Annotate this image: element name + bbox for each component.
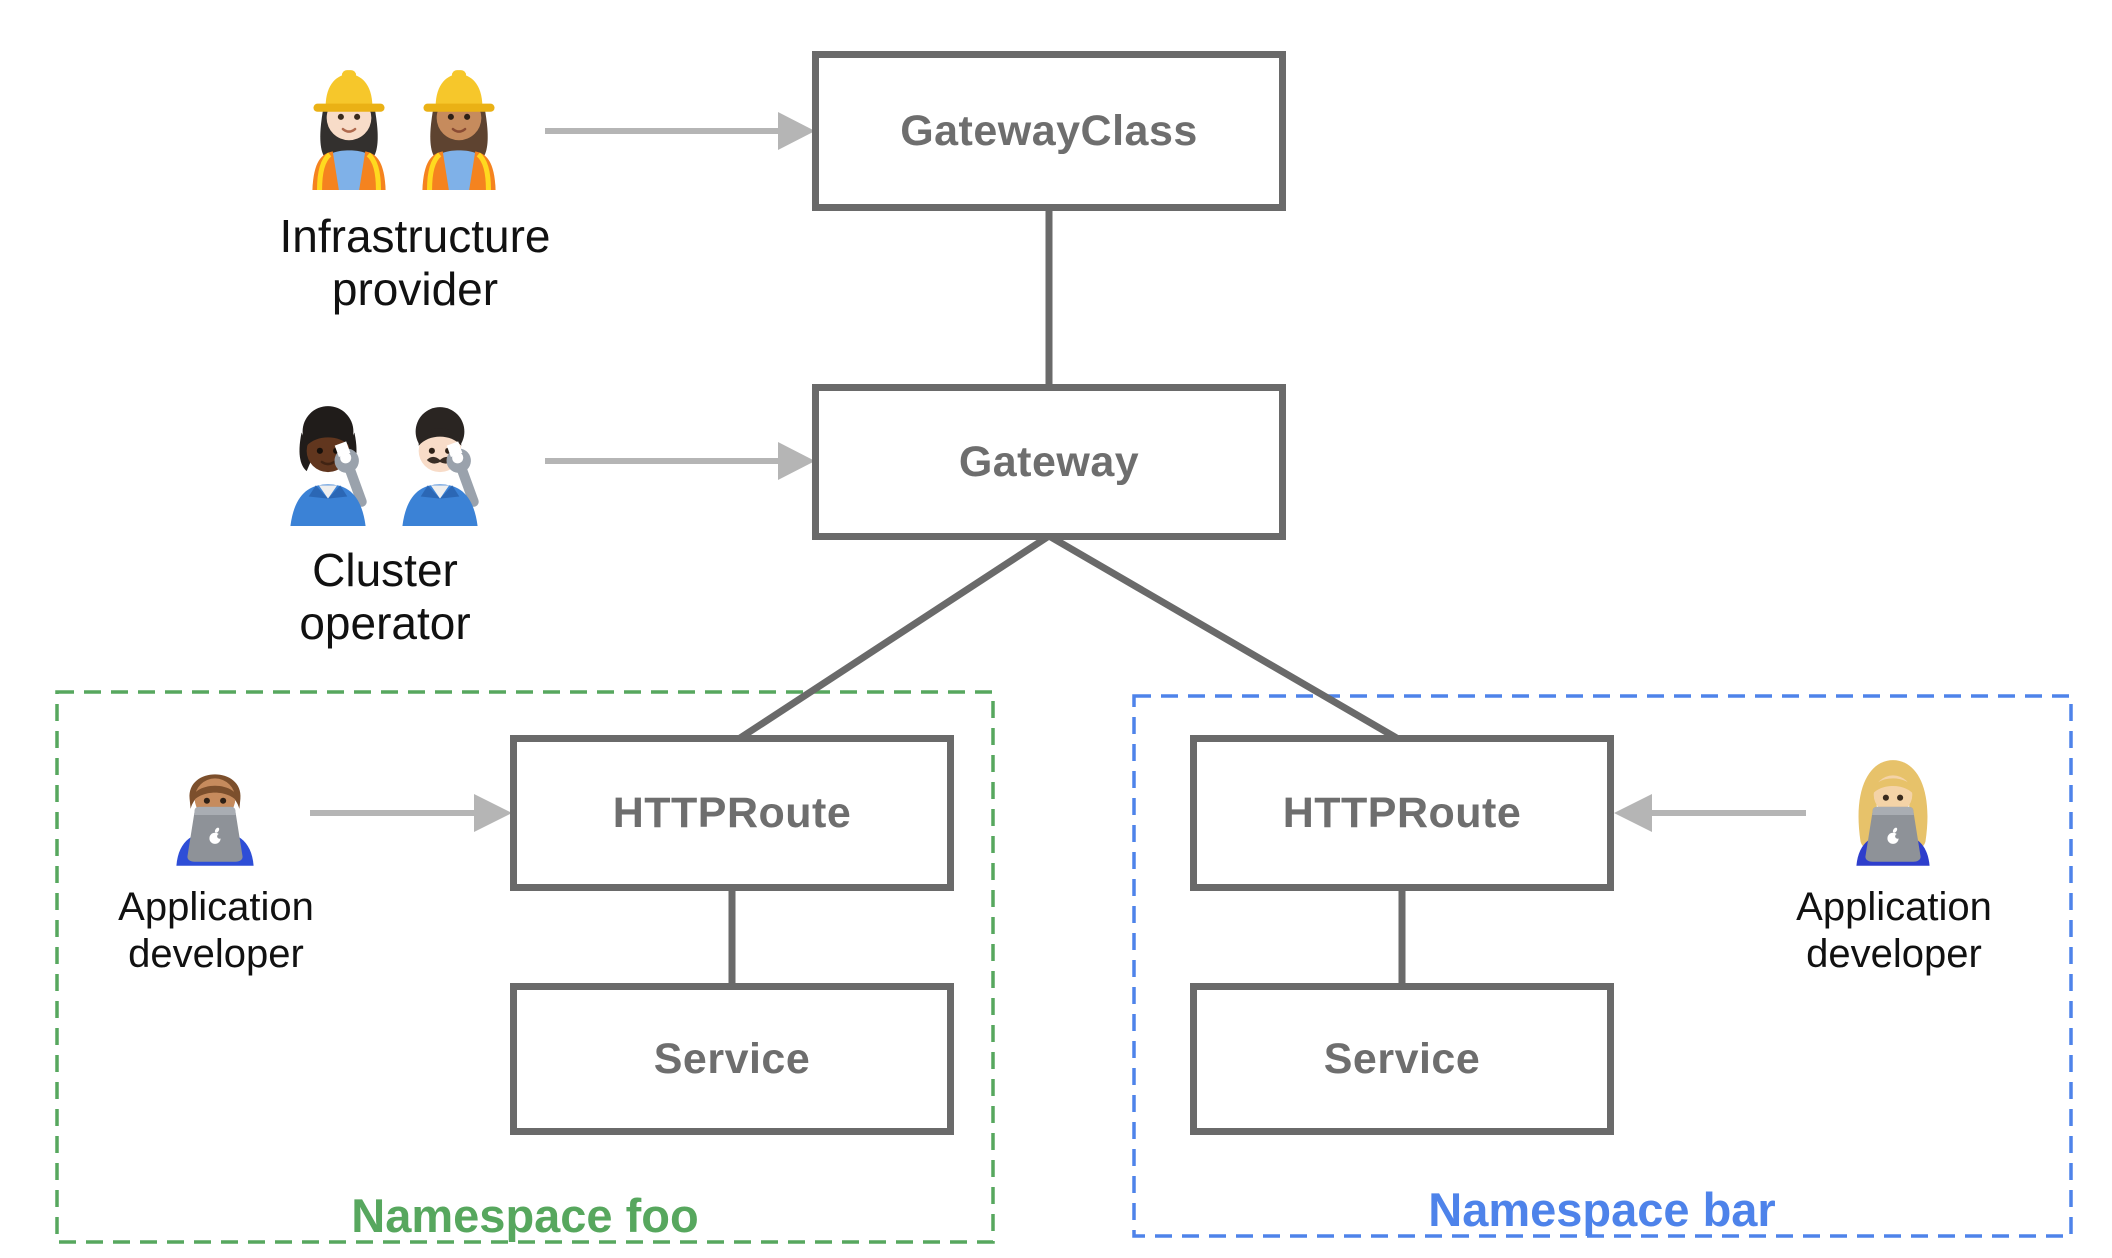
- node-httproute-foo-label: HTTPRoute: [612, 788, 852, 837]
- node-httproute-bar-label: HTTPRoute: [1282, 788, 1522, 837]
- application-developer-foo-label-line1: Application: [118, 885, 314, 929]
- node-service-bar-label: Service: [1323, 1034, 1481, 1083]
- application-developer-foo-label-line2: developer: [128, 932, 304, 976]
- arrow-head: [474, 794, 512, 832]
- node-gateway-label: Gateway: [958, 437, 1140, 486]
- arrow-application-developer-to-httproute-foo: [310, 794, 512, 832]
- node-gatewayclass-label: GatewayClass: [900, 106, 1198, 155]
- cluster-operator-icons: [276, 398, 492, 526]
- node-httproute-foo: HTTPRoute: [510, 735, 954, 891]
- application-developer-foo-icon-group: [160, 752, 270, 880]
- cluster-operator-label-line1: Cluster: [312, 544, 458, 596]
- infrastructure-provider-label-line2: provider: [331, 263, 499, 315]
- infrastructure-provider-label-line1: Infrastructure: [279, 210, 551, 262]
- node-httproute-bar: HTTPRoute: [1190, 735, 1614, 891]
- infrastructure-provider-label: Infrastructure provider: [165, 210, 665, 316]
- application-developer-bar-label-line2: developer: [1806, 932, 1982, 976]
- node-service-foo: Service: [510, 983, 954, 1135]
- cluster-operator-label: Cluster operator: [135, 544, 635, 650]
- arrow-infrastructure-provider-to-gatewayclass: [545, 112, 815, 150]
- namespace-foo-boundary: [55, 690, 995, 1244]
- woman-technologist-icon: [1856, 760, 1930, 866]
- arrow-application-developer-to-httproute-bar: [1614, 794, 1806, 832]
- namespace-foo-caption: Namespace foo: [351, 1189, 699, 1242]
- application-developer-bar-label-line1: Application: [1796, 885, 1992, 929]
- application-developer-foo-label: Application developer: [16, 884, 416, 978]
- application-developer-bar-label: Application developer: [1694, 884, 2094, 978]
- edge-gateway-to-httproute-foo: [735, 533, 1051, 743]
- woman-construction-worker-medium-skin-icon: [422, 70, 496, 190]
- node-service-bar: Service: [1190, 983, 1614, 1135]
- woman-construction-worker-light-skin-icon: [312, 70, 386, 190]
- man-mechanic-light-skin-icon: [402, 407, 479, 526]
- node-gatewayclass: GatewayClass: [812, 51, 1286, 211]
- arrow-head: [778, 442, 815, 480]
- wrench-glyph: [446, 441, 479, 507]
- wrench-glyph: [334, 441, 367, 507]
- infrastructure-provider-icons: [298, 62, 510, 190]
- namespace-bar-boundary: [1132, 694, 2073, 1238]
- namespace-bar-caption: Namespace bar: [1428, 1183, 1776, 1236]
- node-gateway: Gateway: [812, 384, 1286, 540]
- mechanic-dark-skin-icon: [290, 406, 367, 526]
- edge-gateway-to-httproute-bar: [1047, 532, 1402, 744]
- application-developer-bar-icon-group: [1838, 752, 1948, 880]
- arrow-cluster-operator-to-gateway: [545, 442, 815, 480]
- node-service-foo-label: Service: [653, 1034, 811, 1083]
- cluster-operator-label-line2: operator: [299, 597, 471, 649]
- arrow-head: [778, 112, 815, 150]
- man-technologist-icon: [176, 774, 254, 866]
- arrow-head: [1614, 794, 1652, 832]
